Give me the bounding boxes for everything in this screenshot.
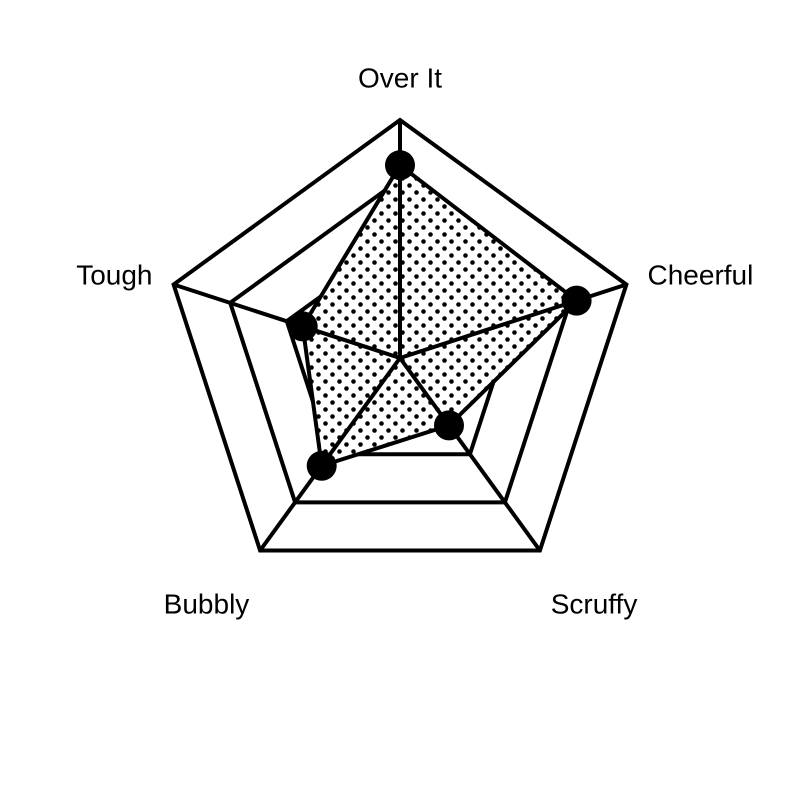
axis-label-scruffy: Scruffy [551,589,638,620]
data-point-over-it [385,150,415,181]
data-point-tough [287,311,318,342]
data-point-scruffy [434,410,464,441]
spoke-tough [172,282,401,360]
grid-ring-4 [171,117,629,553]
axis-label-tough: Tough [76,260,152,291]
axis-label-bubbly: Bubbly [164,589,250,620]
radar-markers [287,150,592,481]
axis-label-cheerful: Cheerful [648,260,754,291]
axis-label-over-it: Over It [358,62,442,93]
data-point-bubbly [306,450,337,481]
series-area-1 [300,162,580,469]
radar-series [300,162,580,469]
data-point-cheerful [561,285,592,316]
spoke-scruffy [398,356,542,552]
